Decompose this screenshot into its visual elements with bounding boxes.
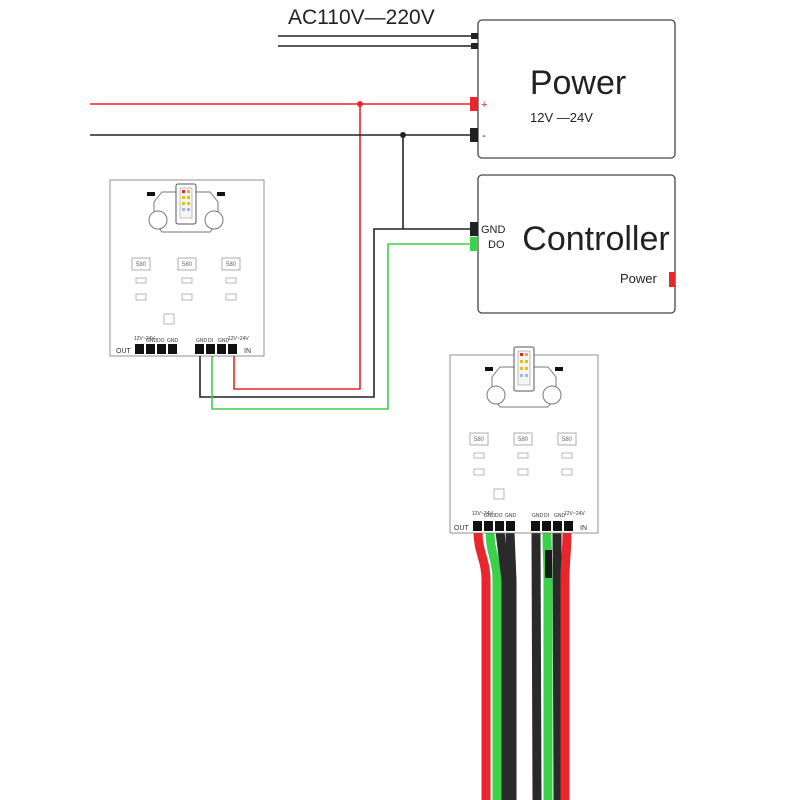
negative-junction <box>400 132 406 138</box>
out-pin-1-label: 12V~24V <box>134 336 155 342</box>
out-label: OUT <box>454 525 470 532</box>
do-label: DO <box>488 239 505 251</box>
mains-input-wires <box>278 35 472 47</box>
chip-label: 580 <box>518 437 529 443</box>
negative-terminal <box>470 128 478 142</box>
splice-connector <box>545 550 552 578</box>
positive-junction <box>357 101 363 107</box>
out-label: OUT <box>116 348 132 355</box>
in-pin-3-label: GND <box>554 513 566 519</box>
driver-chips: 580 580 580 <box>131 257 241 325</box>
gnd-label: GND <box>481 224 506 236</box>
in-lead-black <box>531 531 542 800</box>
controller-box: Controller GND DO Power <box>470 174 676 314</box>
board2-lead-wires <box>473 531 572 800</box>
out-pin-4-label: GND <box>505 513 517 519</box>
do-terminal <box>470 237 478 251</box>
out-lead-black-2 <box>505 531 517 800</box>
controller-do-wire <box>211 243 472 410</box>
out-lead-green <box>485 531 502 800</box>
power-voltage: 12V —24V <box>530 110 593 125</box>
gnd-terminal <box>470 222 478 236</box>
power-title: Power <box>530 64 626 102</box>
controller-power-label: Power <box>620 271 658 286</box>
out-pin-2-label: GND <box>484 513 496 519</box>
in-label: IN <box>244 348 251 355</box>
power-supply-box: Power 12V —24V + - <box>470 19 676 159</box>
dc-positive-wire <box>90 101 472 390</box>
in-label: IN <box>580 525 587 532</box>
led-emitter <box>485 346 563 408</box>
mains-terminal-2 <box>471 43 478 49</box>
out-lead-red <box>473 531 491 800</box>
in-lead-red <box>560 531 572 800</box>
in-pin-3-label: GND <box>218 338 230 344</box>
out-pin-3-label: DO <box>495 513 503 519</box>
in-pin-4-label: 12V~24V <box>564 511 585 517</box>
driver-chips: 580 580 580 <box>469 432 577 500</box>
controller-power-terminal <box>669 272 675 287</box>
out-pin-2-label: GND <box>146 338 158 344</box>
in-pin-2-label: DI <box>544 513 549 519</box>
connector-out: 12V~24V GND DO GND OUT <box>454 511 517 532</box>
led-board-2: 580 580 580 12V~24V GND DO GND OUT GND <box>449 346 599 534</box>
connector-out: 12V~24V GND DO GND OUT <box>116 336 179 355</box>
out-lead-black <box>495 531 511 800</box>
dc-negative-wire <box>90 132 472 229</box>
negative-label: - <box>482 130 486 142</box>
controller-gnd-wire <box>199 228 472 398</box>
in-pin-1-label: GND <box>532 513 544 519</box>
connector-in: GND DI GND 12V~24V IN <box>195 336 251 355</box>
controller-title: Controller <box>522 220 669 258</box>
out-pin-1-label: 12V~24V <box>472 511 493 517</box>
out-pin-3-label: DO <box>157 338 165 344</box>
in-lead-black-2 <box>552 531 563 800</box>
connector-in: GND DI GND 12V~24V IN <box>531 511 587 532</box>
out-pin-4-label: GND <box>167 338 179 344</box>
led-emitter <box>147 183 225 233</box>
positive-terminal <box>470 97 478 111</box>
led-board-1: 580 580 580 12V~24V GND DO GND OUT G <box>109 179 265 357</box>
chip-label: 580 <box>136 262 147 268</box>
chip-label: 580 <box>562 437 573 443</box>
chip-label: 580 <box>474 437 485 443</box>
positive-label: + <box>481 99 487 111</box>
chip-label: 580 <box>226 262 237 268</box>
mains-terminal-1 <box>471 33 478 39</box>
in-pin-4-label: 12V~24V <box>228 336 249 342</box>
in-pin-2-label: DI <box>208 338 213 344</box>
chip-label: 580 <box>182 262 193 268</box>
mains-voltage-label: AC110V—220V <box>288 6 435 29</box>
in-pin-1-label: GND <box>196 338 208 344</box>
